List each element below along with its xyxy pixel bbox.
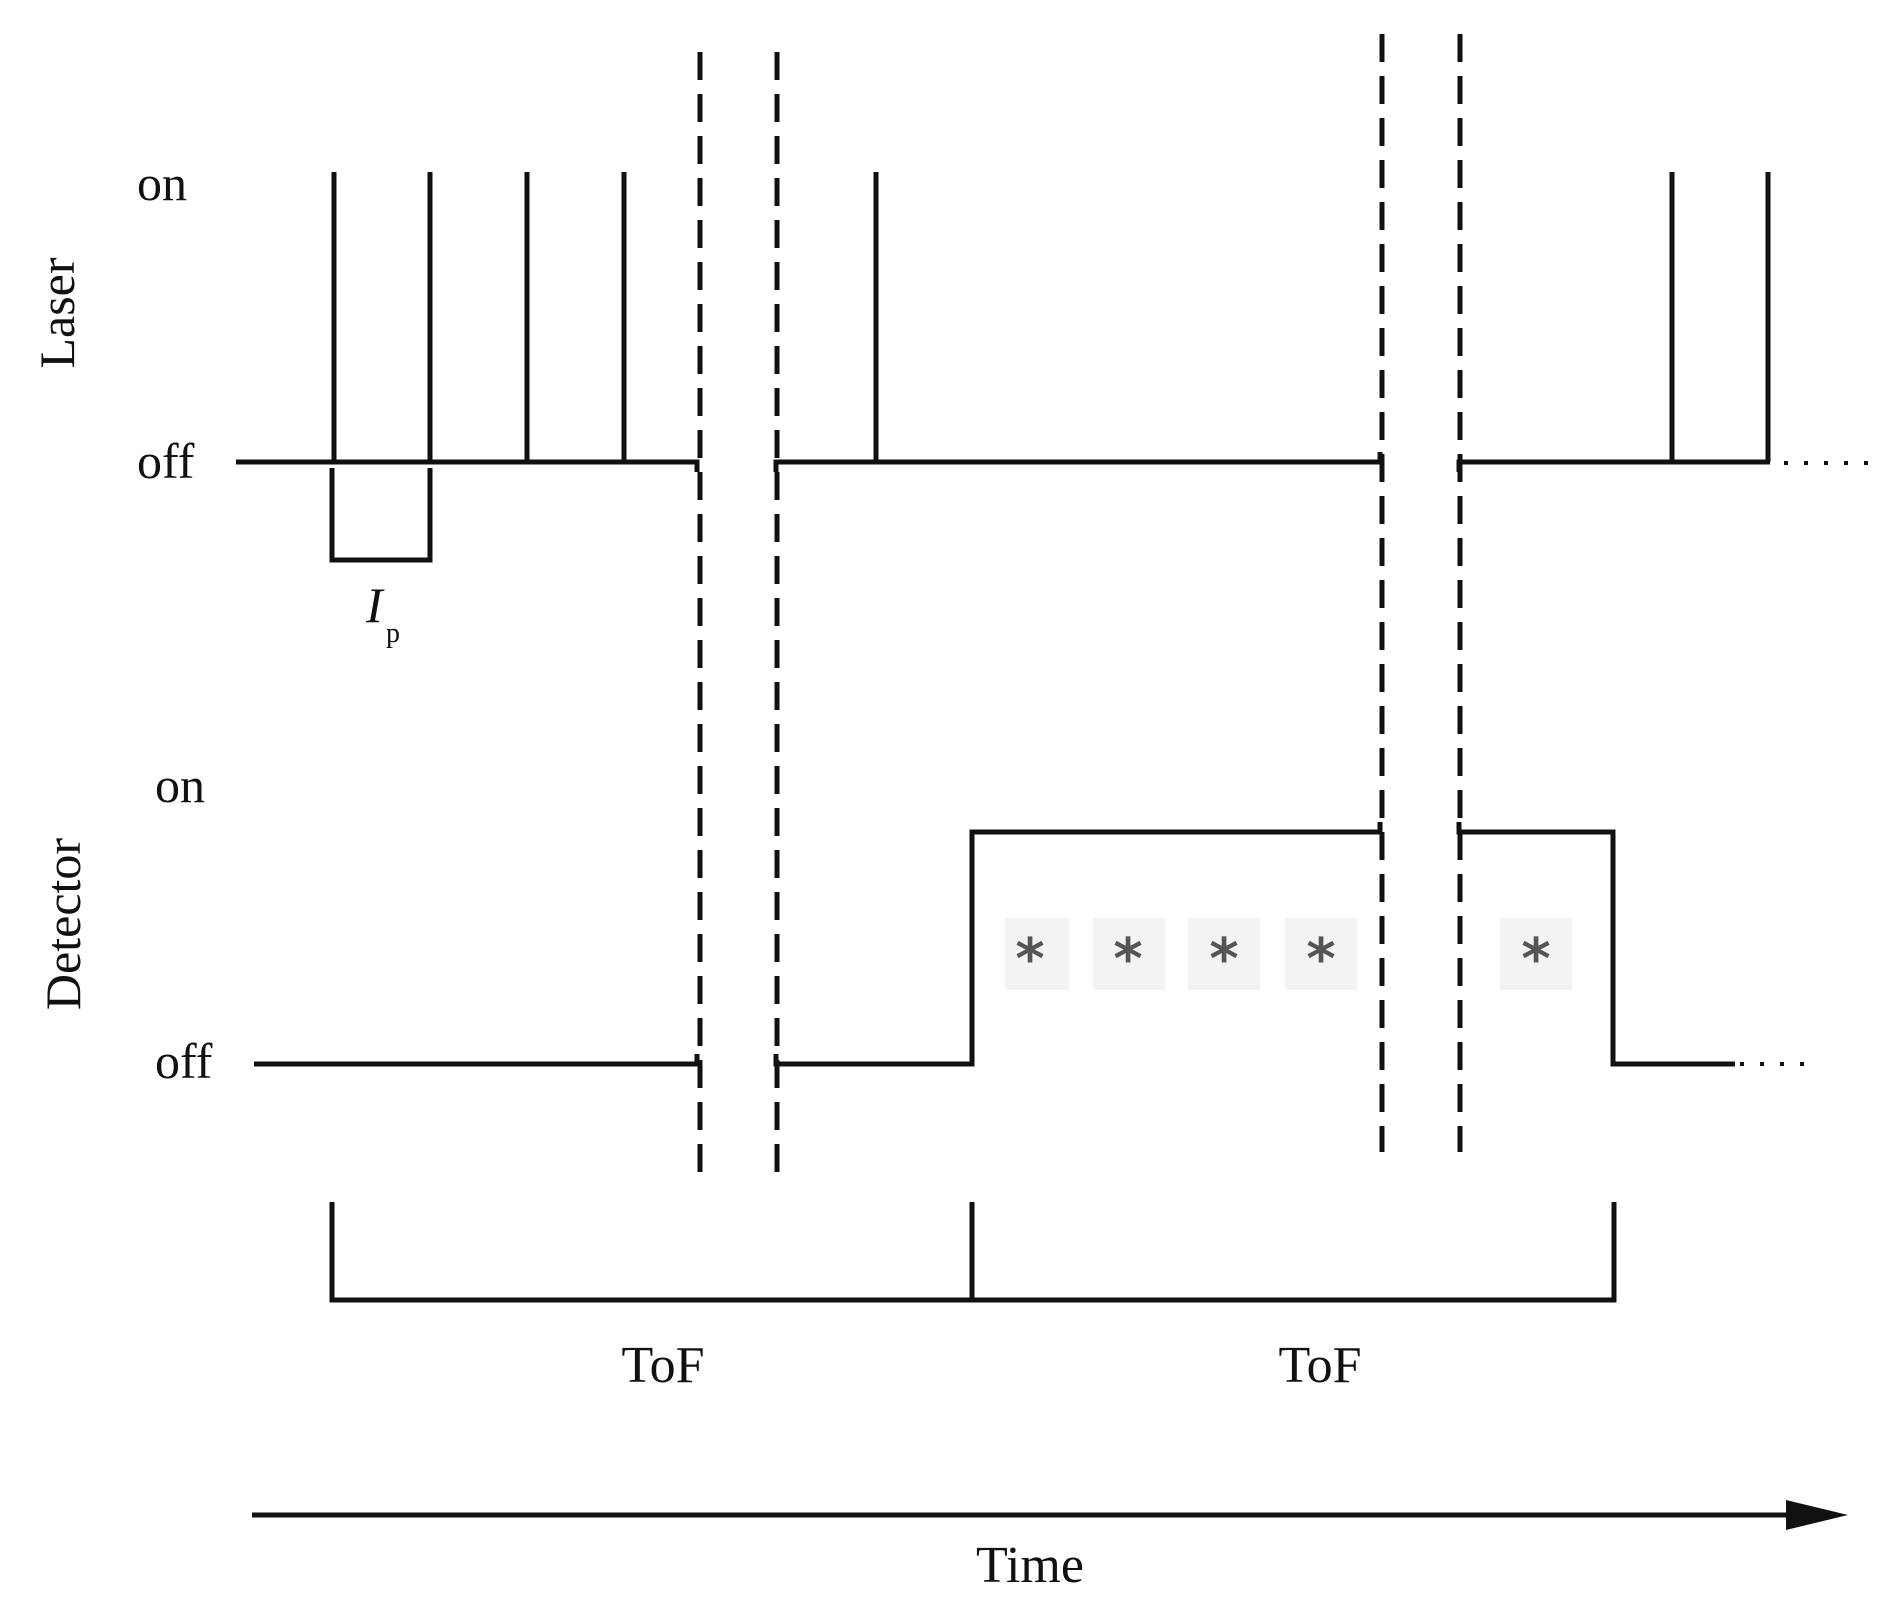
tof-bracket	[329, 1202, 1617, 1303]
detector-axis-label: Detector	[35, 838, 91, 1010]
detector-marker-bg-1	[1005, 918, 1069, 990]
detector-marker-3: *	[1209, 927, 1238, 992]
pulse-period-bracket	[329, 468, 433, 563]
laser-baseline-segment-1	[236, 459, 700, 472]
detector-marker-bg-2	[1093, 918, 1165, 990]
detector-marker-5: *	[1521, 927, 1550, 992]
detector-marker-2: *	[1113, 927, 1142, 992]
tof-label-1: ToF	[621, 1337, 704, 1394]
detector-marker-bg-3	[1188, 918, 1260, 990]
pulse-period-subscript: p	[386, 618, 400, 649]
laser-baseline-segment-2	[773, 452, 1383, 472]
time-axis-label: Time	[976, 1537, 1084, 1594]
detector-marker-bg-5	[1500, 918, 1572, 990]
pulse-period-label: I	[365, 577, 385, 633]
tof-label-2: ToF	[1278, 1337, 1361, 1394]
detector-marker-1: *	[1015, 927, 1044, 992]
detector-off-label: off	[155, 1033, 213, 1089]
laser-axis-label: Laser	[29, 257, 85, 368]
laser-on-label: on	[137, 155, 187, 211]
detector-on-label: on	[155, 757, 205, 813]
detector-trace-segment-3	[1456, 822, 1735, 1067]
time-axis-arrowhead	[1786, 1500, 1848, 1530]
detector-trace-segment-1	[254, 1054, 700, 1067]
detector-marker-bg-4	[1285, 918, 1357, 990]
laser-off-label: off	[137, 433, 195, 489]
detector-marker-4: *	[1306, 927, 1335, 992]
laser-baseline-segment-3	[1456, 459, 1770, 472]
